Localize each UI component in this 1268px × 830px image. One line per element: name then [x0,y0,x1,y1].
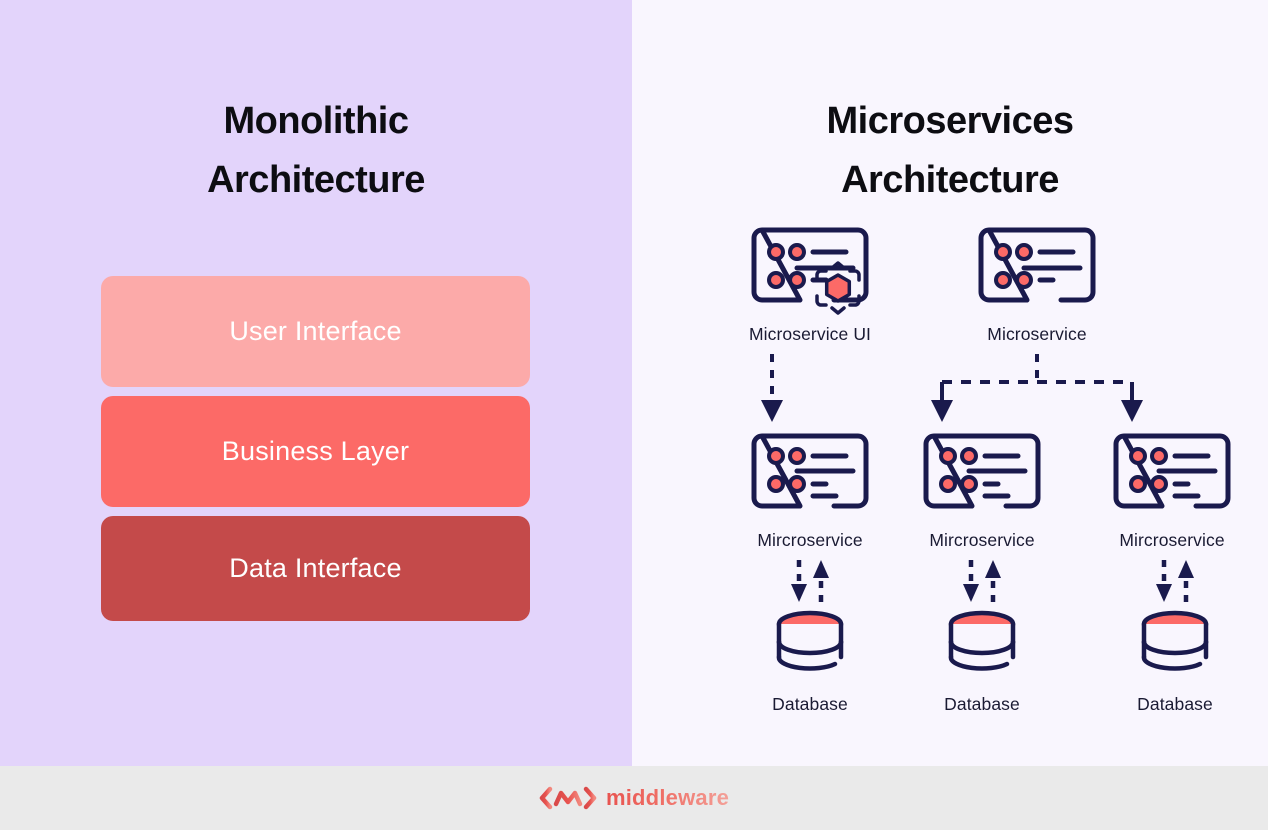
database-cylinder [776,610,844,671]
microservices-graph: Microservice UI Microservice [632,0,1268,766]
connector-microservice-ui-to-mircroservice [761,354,783,422]
node-mircroservice-1-label: Mircroservice [757,530,863,550]
database-icon [948,560,1016,671]
monolithic-panel-title: Monolithic Architecture [0,92,632,210]
node-microservice-top[interactable]: Microservice [937,222,1137,345]
node-mircroservice-3[interactable]: Mircroservice [1072,428,1268,551]
middleware-chevron-logo [539,786,597,810]
node-mircroservice-2[interactable]: Mircroservice [882,428,1082,551]
bidirectional-sync-arrows [1156,560,1194,602]
node-microservice-ui[interactable]: Microservice UI [710,222,910,345]
bidirectional-sync-arrows [963,560,1001,602]
node-database-1[interactable]: Database [710,556,910,715]
microservice-icon [923,433,1041,509]
layer-data-interface-label: Data Interface [229,553,402,583]
node-database-2[interactable]: Database [882,556,1082,715]
hexagon-badge [815,261,861,315]
node-database-3-label: Database [1137,694,1213,714]
database-icon [1141,560,1209,671]
microservice-icon [1113,433,1231,509]
node-database-3[interactable]: Database [1075,556,1268,715]
brand-wordmark: middleware [605,785,730,810]
microservice-icon [751,433,869,509]
node-mircroservice-3-label: Mircroservice [1119,530,1225,550]
monolithic-title-line1: Monolithic [223,100,409,142]
node-database-1-label: Database [772,694,848,714]
layer-data-interface[interactable]: Data Interface [101,516,530,621]
database-cylinder [948,610,1016,671]
node-mircroservice-1[interactable]: Mircroservice [710,428,910,551]
microservices-title-line2: Architecture [841,159,1059,201]
microservices-panel-title: Microservices Architecture [632,92,1268,210]
layer-business-layer[interactable]: Business Layer [101,396,530,507]
monolith-layer-stack: User Interface Business Layer Data Inter… [101,276,530,621]
node-mircroservice-2-label: Mircroservice [929,530,1035,550]
footer-bar: middleware [0,766,1268,830]
node-microservice-ui-label: Microservice UI [748,324,872,344]
node-microservice-top-label: Microservice [987,324,1087,344]
database-cylinder [1141,610,1209,671]
layer-business-layer-label: Business Layer [221,436,410,466]
monolithic-title-line2: Architecture [207,159,425,201]
layer-user-interface-label: User Interface [229,316,402,346]
microservice-icon [978,227,1096,303]
microservice-ui-icon [751,227,869,315]
layer-user-interface[interactable]: User Interface [101,276,530,387]
connector-microservice-branch [931,354,1143,422]
brand-lockup[interactable]: middleware [539,784,729,812]
node-database-2-label: Database [944,694,1020,714]
monolithic-panel: Monolithic Architecture User Interface B… [0,0,632,766]
bidirectional-sync-arrows [791,560,829,602]
microservices-title-line1: Microservices [826,100,1075,142]
database-icon [776,560,844,671]
